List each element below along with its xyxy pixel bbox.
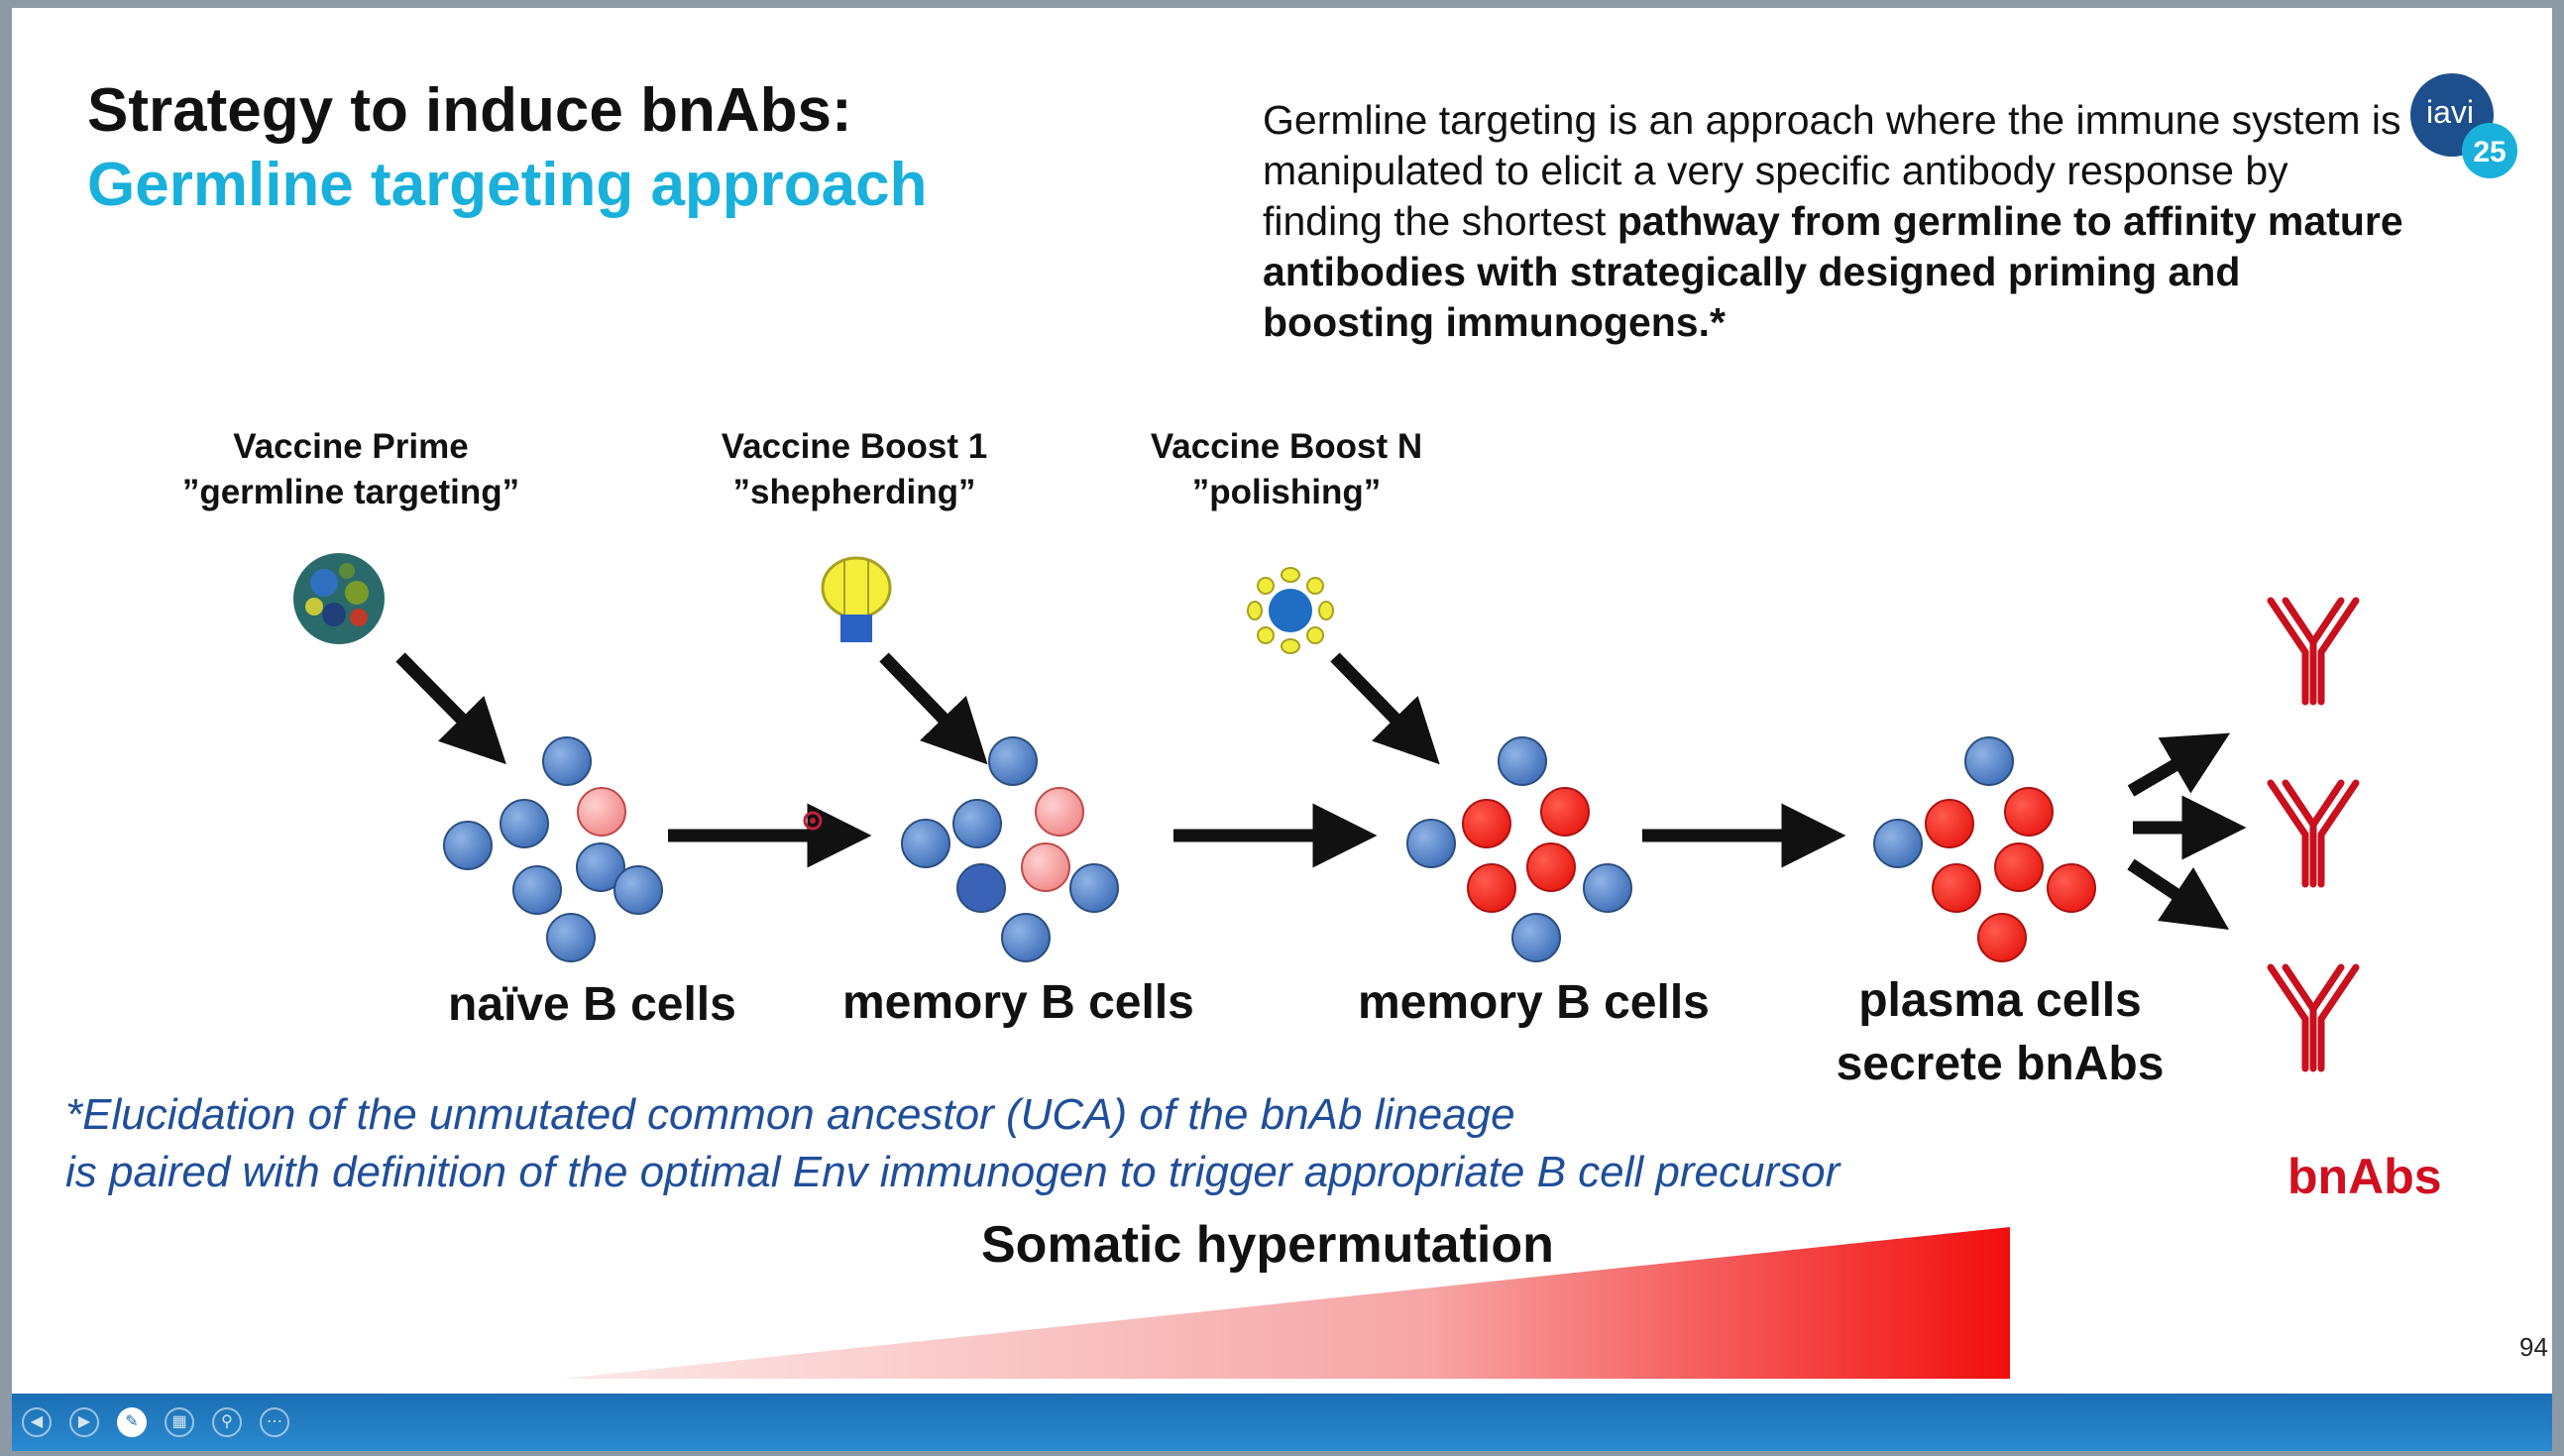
footnote-line-2: is paired with definition of the optimal…	[65, 1148, 1840, 1196]
somatic-hypermutation-gradient	[563, 1227, 2010, 1379]
naive-bcell-cluster	[443, 736, 663, 962]
stage-prime-title: Vaccine Prime	[233, 427, 469, 466]
description: Germline targeting is an approach where …	[1263, 95, 2412, 348]
laser-pointer-icon	[803, 811, 823, 831]
memory-bcell-cluster-2	[1406, 736, 1632, 962]
boostn-immunogen-icon	[1247, 567, 1334, 654]
plasma-line-1: plasma cells	[1858, 974, 2142, 1027]
boost1-immunogen-icon	[821, 556, 892, 642]
boost1-arrow	[879, 652, 988, 765]
somatic-hypermutation-label: Somatic hypermutation	[981, 1216, 1554, 1274]
stage-boost1-label: Vaccine Boost 1 ”shepherding”	[597, 424, 1112, 515]
presenter-toolbar: ◀ ▶ ✎ ▦ ⚲ ⋯	[12, 1394, 2552, 1451]
antibody-icon-middle	[2267, 779, 2360, 888]
memory-bcells-label-1: memory B cells	[842, 976, 1194, 1029]
boostn-arrow	[1330, 652, 1440, 765]
slides-icon[interactable]: ▦	[165, 1407, 194, 1437]
naive-bcells-label: naïve B cells	[448, 978, 736, 1031]
antibody-icon-bottom	[2267, 963, 2360, 1072]
bnabs-label: bnAbs	[2287, 1149, 2442, 1204]
antibody-icon-top	[2267, 597, 2360, 706]
pen-icon[interactable]: ✎	[117, 1407, 147, 1437]
slide: Strategy to induce bnAbs: Germline targe…	[12, 8, 2552, 1394]
stage-boostn-title: Vaccine Boost N	[1150, 427, 1423, 466]
logo-text: iavi	[2426, 94, 2474, 130]
title-line-1: Strategy to induce bnAbs:	[87, 76, 852, 145]
description-plain: Germline targeting is an approach where …	[1263, 97, 2401, 244]
arrow-to-bnab-top	[2127, 732, 2231, 797]
germline-diagram	[293, 553, 2360, 1379]
description-bold: pathway from germline to affinity mature…	[1263, 198, 2403, 345]
footnote-line-1: *Elucidation of the unmutated common anc…	[65, 1090, 1515, 1139]
arrow-to-bnab-bottom	[2127, 858, 2230, 931]
plasma-cells-label: plasma cells secrete bnAbs	[1752, 969, 2248, 1096]
next-icon[interactable]: ▶	[69, 1407, 99, 1437]
prime-arrow	[395, 652, 506, 765]
iavi-logo: iavi 25	[2410, 73, 2517, 178]
stage-prime-label: Vaccine Prime ”germline targeting”	[93, 424, 609, 515]
more-icon[interactable]: ⋯	[260, 1407, 289, 1437]
stage-boostn-label: Vaccine Boost N ”polishing”	[1029, 424, 1544, 515]
zoom-icon[interactable]: ⚲	[212, 1407, 242, 1437]
plasma-cell-cluster	[1873, 736, 2096, 962]
previous-icon[interactable]: ◀	[22, 1407, 52, 1437]
stage-boost1-subtitle: ”shepherding”	[732, 473, 976, 511]
plasma-line-2: secrete bnAbs	[1836, 1038, 2165, 1090]
logo-badge: 25	[2473, 136, 2506, 168]
stage-boostn-subtitle: ”polishing”	[1191, 473, 1382, 511]
stage-boost1-title: Vaccine Boost 1	[721, 427, 988, 466]
prime-immunogen-icon	[293, 553, 385, 644]
title-line-2: Germline targeting approach	[87, 151, 928, 219]
page-number: 94	[2519, 1332, 2548, 1362]
stage-prime-subtitle: ”germline targeting”	[181, 473, 520, 511]
memory-bcell-cluster-1	[901, 736, 1119, 962]
memory-bcells-label-2: memory B cells	[1358, 976, 1710, 1029]
